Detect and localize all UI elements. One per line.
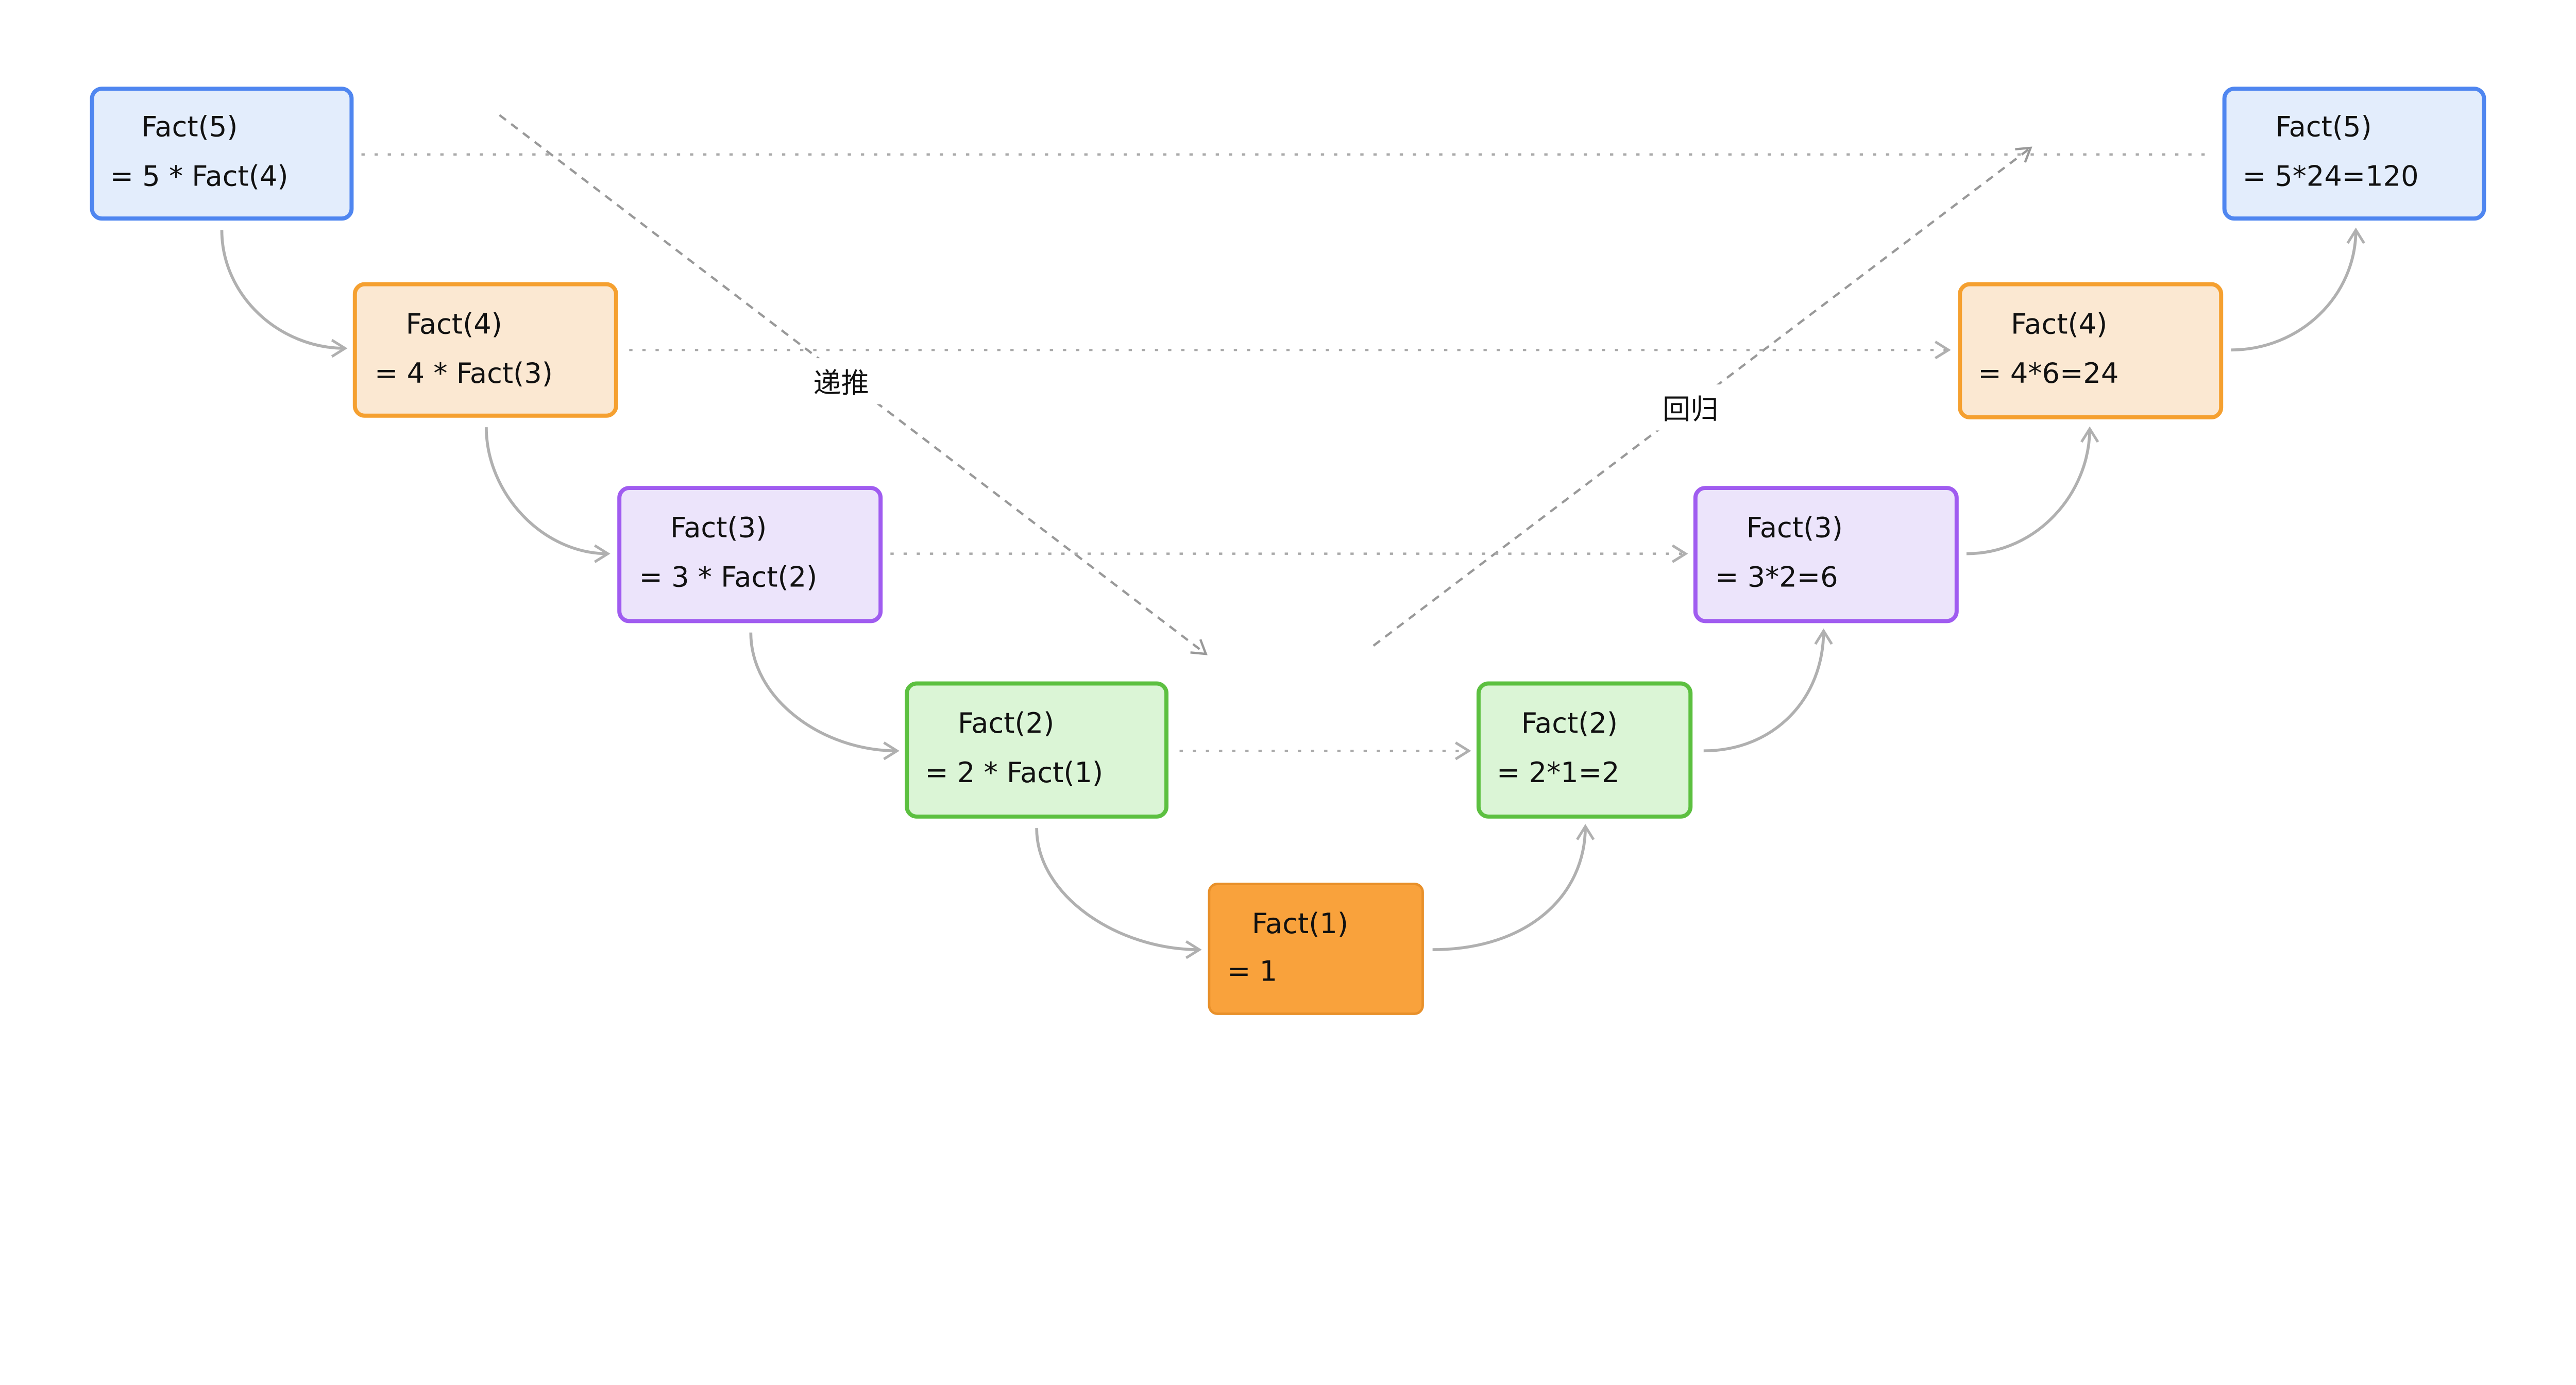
node-expr: = 3 * Fact(2) (639, 561, 817, 593)
node-expr: = 1 (1227, 955, 1277, 988)
node-fact3-ascent: Fact(3) = 3*2=6 (1693, 486, 1959, 623)
node-title: Fact(3) (1747, 512, 1843, 544)
node-fact2-descent: Fact(2) = 2 * Fact(1) (905, 681, 1169, 819)
node-expr: = 5*24=120 (2243, 160, 2419, 192)
node-title: Fact(4) (2011, 308, 2107, 340)
curve-arrow-5-4 (220, 230, 348, 358)
node-expr: = 5 * Fact(4) (110, 160, 289, 192)
curve-arrow-1-2 (1432, 824, 1595, 951)
node-fact2-ascent: Fact(2) = 2*1=2 (1476, 681, 1693, 819)
node-fact5-descent: Fact(5) = 5 * Fact(4) (90, 87, 354, 221)
node-fact5-ascent: Fact(5) = 5*24=120 (2222, 87, 2486, 221)
node-expr: = 3*2=6 (1715, 561, 1838, 593)
node-title: Fact(2) (1521, 707, 1618, 739)
node-title: Fact(1) (1252, 907, 1348, 940)
node-fact3-descent: Fact(3) = 3 * Fact(2) (617, 486, 883, 623)
node-expr: = 4*6=24 (1978, 357, 2119, 390)
recursion-diagram: 递推 回归 Fact(5) = 5 * Fact(4) Fact(4) = 4 … (90, 87, 2486, 1015)
node-title: Fact(3) (670, 512, 767, 544)
curve-arrow-4-5 (2231, 227, 2365, 352)
node-expr: = 4 * Fact(3) (375, 357, 553, 390)
return-label: 回归 (1663, 393, 1718, 426)
curve-arrow-2-3 (1703, 628, 1833, 753)
node-title: Fact(2) (958, 707, 1054, 739)
node-title: Fact(5) (141, 111, 238, 143)
curve-arrow-4-3 (485, 427, 611, 563)
node-fact1-base: Fact(1) = 1 (1208, 883, 1424, 1015)
node-title: Fact(4) (406, 308, 502, 340)
node-expr: = 2*1=2 (1497, 756, 1620, 789)
curve-arrow-2-1 (1035, 828, 1202, 959)
return-guide-line (1372, 146, 2032, 647)
node-title: Fact(5) (2275, 111, 2371, 143)
curve-arrow-3-2 (749, 632, 900, 761)
node-expr: = 2 * Fact(1) (925, 756, 1103, 789)
node-fact4-ascent: Fact(4) = 4*6=24 (1958, 282, 2224, 419)
node-fact4-descent: Fact(4) = 4 * Fact(3) (352, 282, 618, 418)
curve-arrow-3-4 (1966, 426, 2099, 555)
recursion-label: 递推 (813, 367, 869, 399)
